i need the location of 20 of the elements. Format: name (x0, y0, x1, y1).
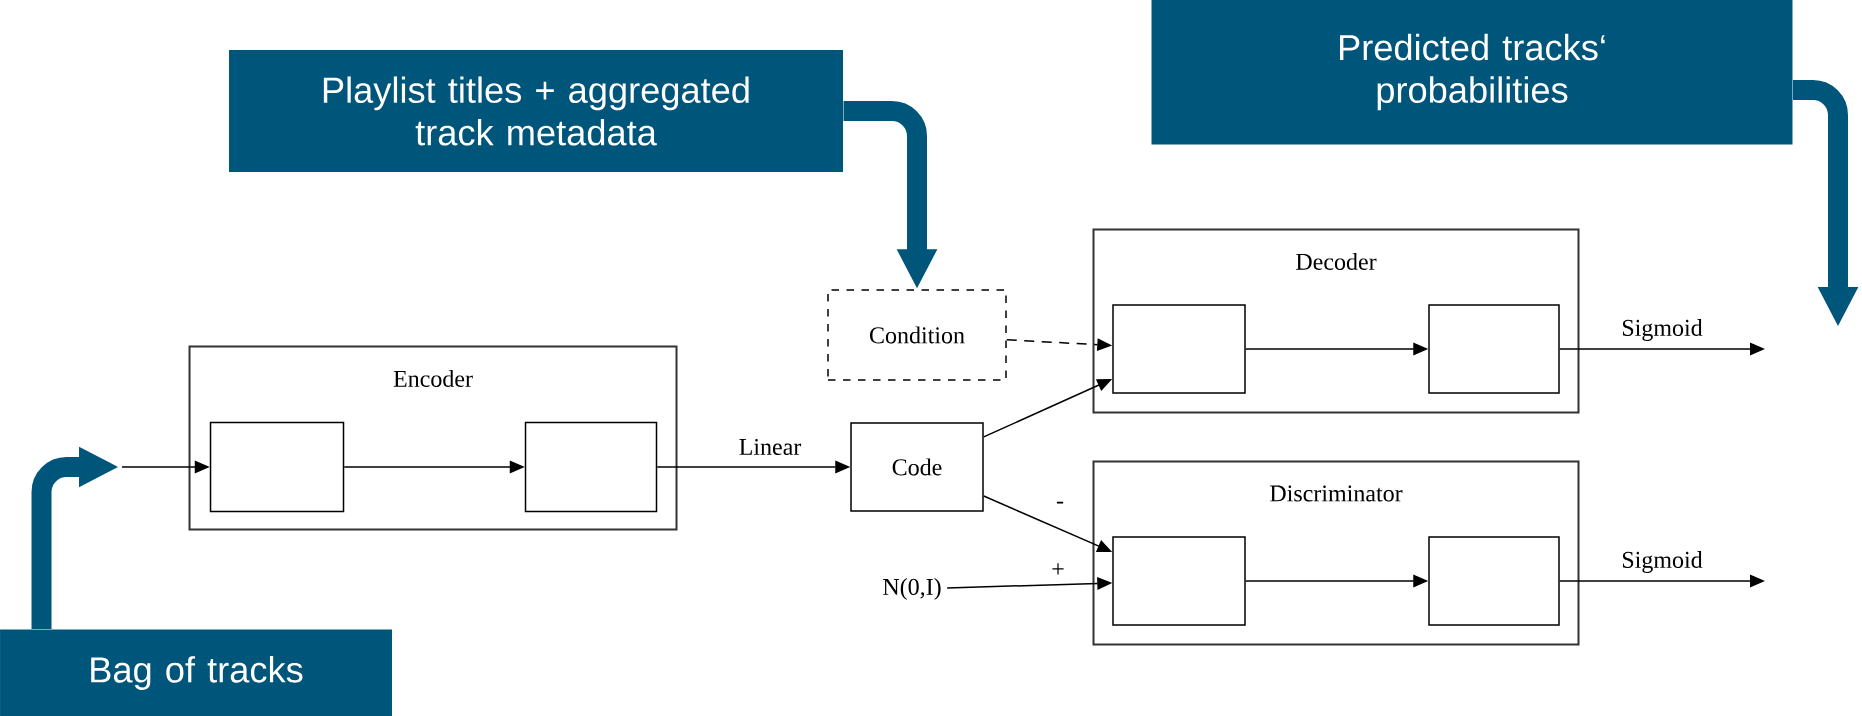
module-box: Encoder (188, 345, 678, 531)
layer-box (524, 421, 658, 513)
layer-box (1112, 536, 1246, 626)
edge-label: - (1053, 499, 1067, 511)
code-box: Code (850, 422, 984, 512)
callout-box: Bag of tracks (0, 629, 392, 716)
edge-label: Sigmoid (1618, 316, 1706, 344)
module-box: Discriminator (1092, 460, 1580, 646)
noise-label: N(0,I) (883, 578, 941, 600)
layer-box (1428, 304, 1560, 394)
layer-box (1428, 536, 1560, 626)
layer-box (1112, 304, 1246, 394)
edge-label: Sigmoid (1618, 548, 1706, 576)
callout-box: Predicted tracks‘ probabilities (1151, 0, 1793, 145)
condition-box: Condition (827, 289, 1007, 381)
module-box: Decoder (1092, 228, 1580, 414)
layer-box (209, 421, 345, 513)
edge-label: Linear (736, 436, 804, 458)
edge-label: + (1048, 560, 1068, 580)
callout-box: Playlist titles + aggregated track metadata (229, 50, 843, 172)
